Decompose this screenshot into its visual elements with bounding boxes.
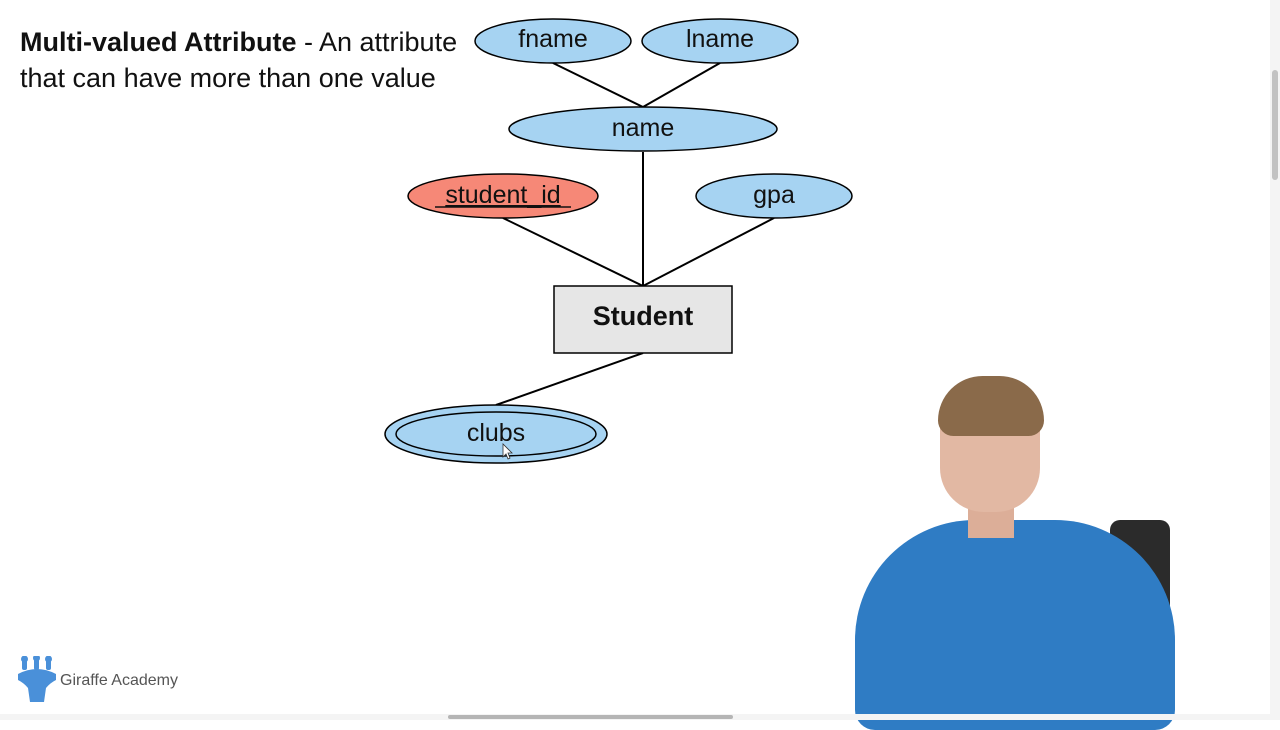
connector-lines bbox=[495, 62, 775, 406]
giraffe-academy-logo: Giraffe Academy bbox=[16, 656, 178, 704]
attribute-fname: fname bbox=[474, 18, 632, 64]
attribute-lname-label: lname bbox=[686, 25, 754, 53]
heading-definition: - An attribute that can have more than o… bbox=[20, 27, 458, 93]
key-attribute-student-id: student_id bbox=[407, 173, 599, 219]
entity-student: Student bbox=[553, 285, 733, 354]
presenter-video bbox=[800, 370, 1240, 730]
presenter-shirt bbox=[855, 520, 1175, 730]
line-student-clubs bbox=[495, 352, 644, 406]
key-attribute-student-id-label: student_id bbox=[445, 181, 560, 209]
mouse-cursor-icon bbox=[502, 443, 513, 460]
multivalued-attribute-clubs-label: clubs bbox=[467, 419, 525, 447]
attribute-gpa-label: gpa bbox=[753, 181, 795, 209]
line-lname-name bbox=[642, 62, 721, 108]
entity-student-label: Student bbox=[593, 301, 694, 331]
presenter-hair bbox=[938, 376, 1044, 436]
line-gpa-student bbox=[642, 217, 775, 287]
giraffe-icon bbox=[18, 656, 56, 702]
multivalued-attribute-clubs: clubs bbox=[384, 404, 608, 464]
horizontal-scrollbar-thumb[interactable] bbox=[448, 715, 733, 719]
horizontal-scrollbar[interactable] bbox=[0, 714, 1280, 720]
vertical-scrollbar-thumb[interactable] bbox=[1272, 70, 1278, 180]
attribute-name-label: name bbox=[612, 114, 675, 142]
heading-term: Multi-valued Attribute bbox=[20, 27, 297, 57]
line-fname-name bbox=[552, 62, 644, 108]
vertical-scrollbar[interactable] bbox=[1270, 0, 1280, 720]
attribute-fname-label: fname bbox=[518, 25, 587, 53]
attribute-name: name bbox=[508, 106, 778, 152]
attribute-lname: lname bbox=[641, 18, 799, 64]
line-studentid-student bbox=[502, 217, 644, 287]
logo-text: Giraffe Academy bbox=[60, 672, 178, 689]
slide-heading: Multi-valued Attribute - An attribute th… bbox=[20, 24, 470, 96]
attribute-gpa: gpa bbox=[695, 173, 853, 219]
